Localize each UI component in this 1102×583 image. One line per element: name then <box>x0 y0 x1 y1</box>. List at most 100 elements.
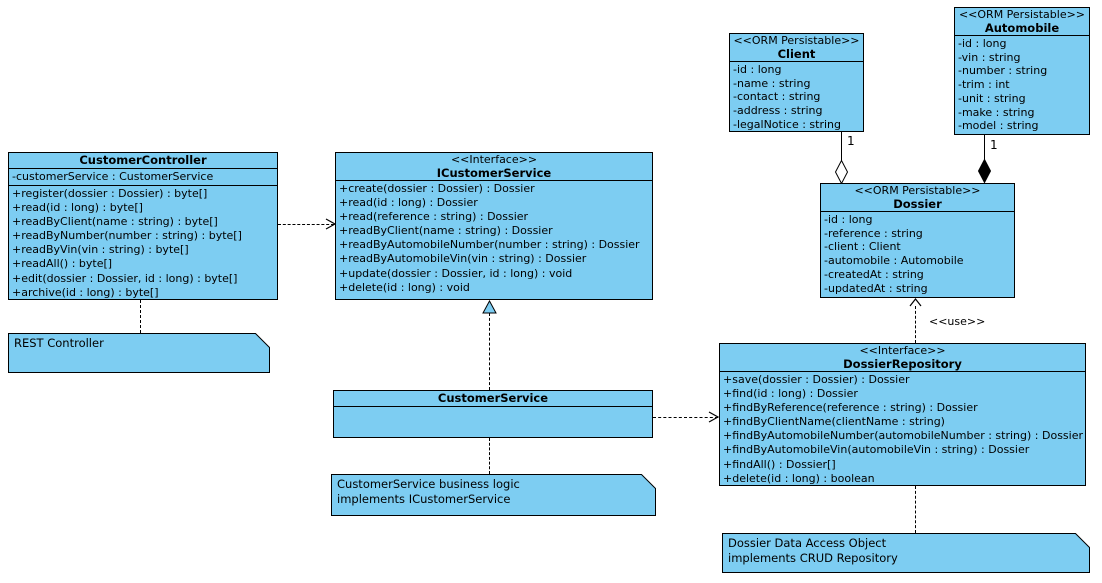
class-automobile[interactable]: <<ORM Persistable>> Automobile -id : lon… <box>954 7 1090 135</box>
attributes-compartment: -id : long-reference : string-client : C… <box>821 212 1014 297</box>
use-dependency-line <box>915 306 916 343</box>
open-arrowhead-right-icon <box>708 411 719 423</box>
note-anchor-line-repository <box>915 486 916 533</box>
class-header: <<Interface>> ICustomerService <box>336 153 652 181</box>
text-line: REST Controller <box>14 336 104 350</box>
stereotype-label: <<Interface>> <box>859 344 946 357</box>
text-line: +delete(id : long) : void <box>339 280 470 294</box>
realization-triangle-icon <box>482 300 497 314</box>
class-name: DossierRepository <box>843 357 962 371</box>
text-line: -unit : string <box>958 91 1026 105</box>
composition-diamond-icon <box>978 159 991 183</box>
text-line: implements CRUD Repository <box>728 551 898 566</box>
note-shape <box>331 474 656 516</box>
note-shape <box>8 333 270 373</box>
text-line: +edit(dossier : Dossier, id : long) : by… <box>12 271 238 285</box>
class-dossier[interactable]: <<ORM Persistable>> Dossier -id : long-r… <box>820 183 1015 298</box>
text-line: +save(dossier : Dossier) : Dossier <box>723 373 910 386</box>
text-line: -client : Client <box>824 240 901 254</box>
text-line: -id : long <box>733 63 782 76</box>
class-header: <<ORM Persistable>> Automobile <box>955 8 1089 36</box>
text-line: -reference : string <box>824 226 923 240</box>
text-line: +readByVin(vin : string) : byte[] <box>12 243 189 257</box>
text-line: +readByNumber(number : string) : byte[] <box>12 229 242 243</box>
text-line: +read(id : long) : Dossier <box>339 196 478 210</box>
text-line: +read(reference : string) : Dossier <box>339 210 529 224</box>
text-line: Dossier Data Access Object <box>728 536 887 550</box>
text-line: +archive(id : long) : byte[] <box>12 285 159 299</box>
text-line: +delete(id : long) : boolean <box>723 471 875 485</box>
text-line: -updatedAt : string <box>824 281 928 295</box>
class-header: <<ORM Persistable>> Dossier <box>821 184 1014 212</box>
text-line: -legalNotice : string <box>733 117 841 131</box>
text-line: +update(dossier : Dossier, id : long) : … <box>339 266 573 280</box>
text-line: -id : long <box>824 213 873 226</box>
text-line: +read(id : long) : byte[] <box>12 201 143 215</box>
text-line: -make : string <box>958 105 1035 119</box>
stereotype-label: <<ORM Persistable>> <box>733 34 860 47</box>
use-stereotype-label: <<use>> <box>929 315 986 328</box>
text-line: +readByClient(name : string) : byte[] <box>12 215 218 229</box>
text-line: -contact : string <box>733 90 821 104</box>
text-line: -customerService : CustomerService <box>12 170 214 183</box>
text-line: +findByReference(reference : string) : D… <box>723 401 978 415</box>
text-line: +create(dossier : Dossier) : Dossier <box>339 182 535 195</box>
text-line: -vin : string <box>958 50 1021 64</box>
attributes-compartment: -id : long-name : string-contact : strin… <box>730 62 863 131</box>
class-customer-controller[interactable]: CustomerController -customerService : Cu… <box>8 152 278 300</box>
text-line: +readAll() : byte[] <box>12 257 113 271</box>
class-name: Client <box>777 47 816 61</box>
interface-icustomer-service[interactable]: <<Interface>> ICustomerService +create(d… <box>335 152 653 300</box>
note-text: REST Controller <box>14 336 254 351</box>
text-line: -name : string <box>733 76 811 90</box>
text-line: -trim : int <box>958 78 1010 92</box>
text-line: -model : string <box>958 119 1039 133</box>
text-line: +findAll() : Dossier[] <box>723 457 836 471</box>
methods-compartment: +register(dossier : Dossier) : byte[]+re… <box>9 186 277 299</box>
dependency-line-controller-to-service <box>278 224 334 225</box>
text-line: +findByAutomobileVin(automobileVin : str… <box>723 443 1030 457</box>
class-name: Dossier <box>893 197 942 211</box>
class-header: CustomerController <box>9 153 277 169</box>
text-line: -createdAt : string <box>824 267 924 281</box>
class-customer-service[interactable]: CustomerService <box>333 390 653 438</box>
note-anchor-line-rest <box>140 300 141 333</box>
aggregation-line-client-dossier <box>841 132 842 161</box>
text-line: implements ICustomerService <box>337 492 511 507</box>
text-line: +register(dossier : Dossier) : byte[] <box>12 187 208 200</box>
class-header: <<ORM Persistable>> Client <box>730 34 863 62</box>
text-line: +find(id : long) : Dossier <box>723 387 858 401</box>
multiplicity-label: 1 <box>990 138 998 152</box>
composition-line-automobile-dossier <box>984 135 985 160</box>
class-name: CustomerService <box>437 391 549 405</box>
stereotype-label: <<ORM Persistable>> <box>958 8 1086 21</box>
attributes-compartment: -customerService : CustomerService <box>9 169 277 186</box>
dependency-line-service-to-repository <box>653 417 718 418</box>
class-client[interactable]: <<ORM Persistable>> Client -id : long-na… <box>729 33 864 132</box>
text-line: -id : long <box>958 37 1007 50</box>
interface-dossier-repository[interactable]: <<Interface>> DossierRepository +save(do… <box>719 343 1086 486</box>
methods-compartment: +create(dossier : Dossier) : Dossier+rea… <box>336 181 652 299</box>
text-line: +readByAutomobileVin(vin : string) : Dos… <box>339 252 587 266</box>
stereotype-label: <<Interface>> <box>450 153 538 166</box>
methods-compartment: +save(dossier : Dossier) : Dossier+find(… <box>720 372 1085 485</box>
text-line: +findByClientName(clientName : string) <box>723 415 945 429</box>
text-line: +findByAutomobileNumber(automobileNumber… <box>723 429 1084 443</box>
note-rest-controller[interactable]: REST Controller <box>8 333 270 373</box>
note-shape <box>722 533 1090 573</box>
text-line: CustomerService business logic <box>337 477 520 491</box>
empty-compartment <box>334 407 652 437</box>
class-name: Automobile <box>984 21 1060 35</box>
class-name: CustomerController <box>79 153 207 167</box>
realization-line <box>489 313 490 390</box>
aggregation-diamond-icon <box>835 160 848 184</box>
text-line: +readByAutomobileNumber(number : string)… <box>339 238 640 252</box>
multiplicity-label: 1 <box>847 134 855 148</box>
text-line: -address : string <box>733 104 823 118</box>
stereotype-label: <<ORM Persistable>> <box>854 184 981 197</box>
